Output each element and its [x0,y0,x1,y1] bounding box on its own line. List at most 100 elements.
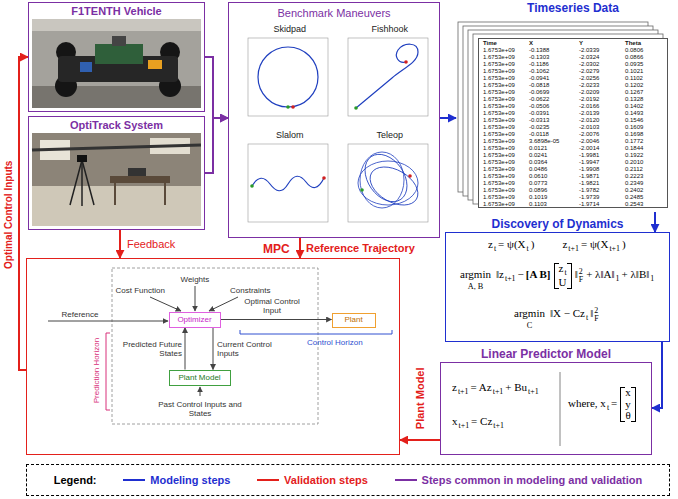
math-term: 2 [594,307,598,315]
connector-arrow [205,57,228,118]
plot-title: Teleop [377,130,404,140]
edge-label: Plant Model [414,367,427,429]
table-cell: 0.0241 [529,152,547,159]
connector-arrow [185,328,186,370]
connector-arrow [213,328,214,370]
math-term: z [562,238,567,251]
table-header: X [529,40,533,47]
box-label: Plant Model [178,373,220,382]
table-cell: 0.1698 [625,131,643,138]
horizon-label: Prediction Horizon [92,337,101,402]
table-cell: -2.0046 [579,138,599,145]
photo-panel: OptiTrack System [28,116,205,230]
table-cell: 0.1102 [625,75,643,82]
table-cell: -1.9821 [579,180,599,187]
table-cell: -1.9739 [579,194,599,201]
table-cell: -2.0014 [579,145,599,152]
legend-line [395,479,417,481]
box-heading: Discovery of Dynamics [446,218,669,232]
table-cell: 0.2010 [625,159,643,166]
table-cell: -0.0941 [529,75,549,82]
input-label: Constraints [230,286,270,295]
table-cell: 0.2349 [625,180,643,187]
math-term: ‖X − Cz [550,307,585,320]
box-heading: F1TENTH Vehicle [29,5,204,18]
table-cell: 1.6753e+09 [483,103,515,110]
box-heading: Benchmark Maneuvers [229,7,439,20]
table-cell: -0.0391 [529,110,549,117]
math-term: t [527,244,529,254]
math-term: = ψ(X [498,238,525,251]
table-header: Theta [625,40,641,47]
connector-arrow [400,439,440,441]
math-term: U [559,277,567,289]
table-cell: -1.9981 [579,152,599,159]
math-term: = Az [471,381,492,394]
plant-model-box: Plant Model [169,370,231,386]
math-term: = ψ(X [581,238,608,251]
table-cell: 1.6753e+09 [483,145,515,152]
table-cell: -2.0192 [579,96,599,103]
table-cell: -2.0279 [579,68,599,75]
math-term: C [527,321,533,331]
table-cell: 1.6753e+09 [483,82,515,89]
math-term: t+1 [528,387,539,397]
math-term: where, x [568,397,606,410]
math-term: t [607,403,609,413]
math-term: ‖z [496,268,504,281]
plant-box: Plant [332,313,376,328]
optimizer-box: Optimizer [169,312,221,328]
math-term: t+1 [493,387,504,397]
table-cell: -1.9871 [579,173,599,180]
math-term: t+1 [568,244,579,254]
math-term: [A B] [526,268,551,281]
table-cell: 1.6753e+09 [483,194,515,201]
math-term: F [579,276,583,284]
math-term: + Bu [505,381,527,394]
model-box: Discovery of Dynamicszt= ψ(Xt)zt+1= ψ(Xt… [445,232,670,342]
model-box: Linear Predictor Modelzt+1= Azt+1+ But+1… [440,362,652,455]
table-cell: -2.0302 [579,61,599,68]
connector-arrow [652,342,662,408]
table-cell: -2.0233 [579,82,599,89]
table-cell: -1.9908 [579,166,599,173]
table-sheet: TimeXYTheta1.6753e+09-0.1388-2.03390.080… [478,38,668,208]
table-cell: -1.9714 [579,201,599,208]
connector-arrow [119,230,121,258]
table-cell: -0.0235 [529,124,549,131]
equation: zt= ψ(Xt)zt+1= ψ(Xt+1) [487,238,627,253]
math-term: 1 [616,274,620,284]
math-term: t+1 [505,274,516,284]
table-cell: 0.2112 [625,166,643,173]
math-term: t+1 [458,387,469,397]
table-cell: 0.1019 [529,194,547,201]
math-term: x [625,387,631,399]
math-term: t [586,313,588,323]
math-term: t+1 [609,244,620,254]
box-label: Plant [344,315,362,324]
table-header: Time [483,40,497,47]
table-cell: 1.6753e+09 [483,159,515,166]
table-cell: -0.1186 [529,61,549,68]
legend-line [257,479,279,481]
table-cell: 1.6753e+09 [483,96,515,103]
table-cell: 0.0866 [625,54,643,61]
legend-text: Validation steps [284,474,368,486]
table-cell: -0.0818 [529,82,549,89]
table-cell: 0.1772 [625,138,643,145]
table-cell: 0.1402 [625,103,643,110]
table-cell: 0.1328 [625,96,643,103]
trajectory-plots [248,38,428,222]
box-heading: Timeseries Data [478,2,668,16]
box-heading: MPC [263,243,290,257]
table-cell: 0.1546 [625,117,643,124]
table-cell: 1.6753e+09 [483,166,515,173]
math-term: 2 [579,268,583,276]
table-cell: -0.0622 [529,96,549,103]
table-cell: 0.0935 [625,61,643,68]
edge-label: Predicted Future States [120,340,182,358]
table-cell: 0.1202 [625,82,643,89]
lab-photo [32,133,201,226]
equation: xt+1= Czt+1 [451,415,505,430]
table-cell: -2.0139 [579,110,599,117]
